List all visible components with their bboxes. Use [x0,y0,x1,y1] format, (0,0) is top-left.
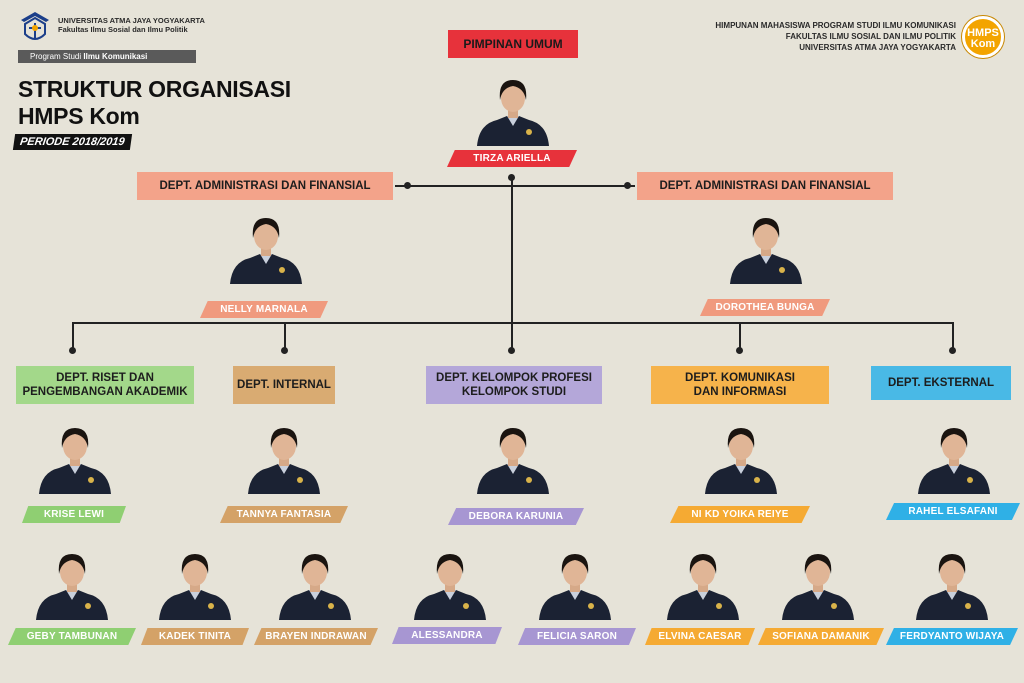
dept-label-line-1: DEPT. RISET DAN [56,372,154,384]
org-line-1: HIMPUNAN MAHASISWA PROGRAM STUDI ILMU KO… [715,21,956,30]
university-name: UNIVERSITAS ATMA JAYA YOGYAKARTA [58,16,205,25]
connector-trunk [511,176,513,351]
photo-felicia-saron [535,546,615,620]
photo-geby-tambunan [32,546,112,620]
photo-ferdyanto-wijaya [912,546,992,620]
connector-dot [281,347,288,354]
dept-admin-left-box: DEPT. ADMINISTRASI DAN FINANSIAL [137,172,393,200]
page-title: STRUKTUR ORGANISASI HMPS Kom [18,76,291,130]
dept-eksternal-box: DEPT. EKSTERNAL [871,366,1011,400]
dept-label-line-1: DEPT. KOMUNIKASI [685,372,795,384]
dept-komunikasi-box: DEPT. KOMUNIKASI DAN INFORMASI [651,366,829,404]
dept-label-line-2: KELOMPOK STUDI [461,386,567,398]
hmps-logo: HMPS Kom [962,16,1004,58]
connector-admin [395,185,635,187]
photo-alessandra [410,546,490,620]
dept-label-line-1: DEPT. EKSTERNAL [887,377,995,389]
connector-dot [624,182,631,189]
logo-line-1: HMPS [967,27,999,39]
name-tag-tannya-fantasia: TANNYA FANTASIA [220,506,348,523]
university-logo [18,10,52,46]
connector-dot [949,347,956,354]
name-tag-nelly-marnala: NELLY MARNALA [200,301,328,318]
photo-nelly-marnala [226,210,306,284]
university-header: UNIVERSITAS ATMA JAYA YOGYAKARTA Fakulta… [58,16,205,34]
connector-drop [739,322,741,350]
photo-tirza-ariella [473,72,553,146]
connector-dot [404,182,411,189]
name-tag-sofiana-damanik: SOFIANA DAMANIK [758,628,884,645]
name-tag-krise-lewi: KRISE LEWI [22,506,126,523]
dept-label-line-1: DEPT. KELOMPOK PROFESI [436,372,592,384]
name-tag-tirza-ariella: TIRZA ARIELLA [447,150,577,167]
photo-dorothea-bunga [726,210,806,284]
dept-label-line-1: DEPT. INTERNAL [237,379,331,391]
organization-header: HIMPUNAN MAHASISWA PROGRAM STUDI ILMU KO… [715,20,956,53]
photo-debora-karunia [473,420,553,494]
title-line-2: HMPS Kom [18,103,140,129]
dept-admin-right-box: DEPT. ADMINISTRASI DAN FINANSIAL [637,172,893,200]
name-tag-kadek-tinita: KADEK TINITA [141,628,249,645]
connector-dot [736,347,743,354]
photo-tannya-fantasia [244,420,324,494]
title-line-1: STRUKTUR ORGANISASI [18,76,291,102]
name-tag-rahel-elsafani: RAHEL ELSAFANI [886,503,1020,520]
photo-brayen-indrawan [275,546,355,620]
connector-departments [72,322,954,324]
prodi-prefix: Program Studi [30,52,82,61]
name-tag-alessandra: ALESSANDRA [392,627,502,644]
photo-ni-kd-yoika-reiye [701,420,781,494]
connector-dot [69,347,76,354]
name-tag-felicia-saron: FELICIA SARON [518,628,636,645]
name-tag-geby-tambunan: GEBY TAMBUNAN [8,628,136,645]
photo-sofiana-damanik [778,546,858,620]
logo-line-2: Kom [970,38,996,50]
dept-internal-box: DEPT. INTERNAL [233,366,335,404]
name-tag-dorothea-bunga: DOROTHEA BUNGA [700,299,830,316]
connector-drop [72,322,74,350]
org-line-2: FAKULTAS ILMU SOSIAL DAN ILMU POLITIK [785,32,956,41]
name-tag-ni-kd-yoika-reiye: NI KD YOIKA REIYE [670,506,810,523]
name-tag-brayen-indrawan: BRAYEN INDRAWAN [254,628,378,645]
periode-badge: PERIODE 2018/2019 [12,134,132,150]
photo-elvina-caesar [663,546,743,620]
dept-label-line-2: PENGEMBANGAN AKADEMIK [22,386,188,398]
prodi-bar: Program Studi Ilmu Komunikasi [18,50,196,63]
photo-krise-lewi [35,420,115,494]
dept-kelompok-profesi-box: DEPT. KELOMPOK PROFESI KELOMPOK STUDI [426,366,602,404]
photo-rahel-elsafani [914,420,994,494]
connector-drop [952,322,954,350]
connector-dot [508,347,515,354]
dept-riset-box: DEPT. RISET DAN PENGEMBANGAN AKADEMIK [16,366,194,404]
org-line-3: UNIVERSITAS ATMA JAYA YOGYAKARTA [799,43,956,52]
connector-drop [284,322,286,350]
photo-kadek-tinita [155,546,235,620]
name-tag-ferdyanto-wijaya: FERDYANTO WIJAYA [886,628,1018,645]
faculty-name: Fakultas Ilmu Sosial dan Ilmu Politik [58,25,188,34]
name-tag-elvina-caesar: ELVINA CAESAR [645,628,755,645]
dept-label-line-2: DAN INFORMASI [693,386,787,398]
pimpinan-umum-box: PIMPINAN UMUM [448,30,578,58]
name-tag-debora-karunia: DEBORA KARUNIA [448,508,584,525]
prodi-name: Ilmu Komunikasi [83,52,148,61]
